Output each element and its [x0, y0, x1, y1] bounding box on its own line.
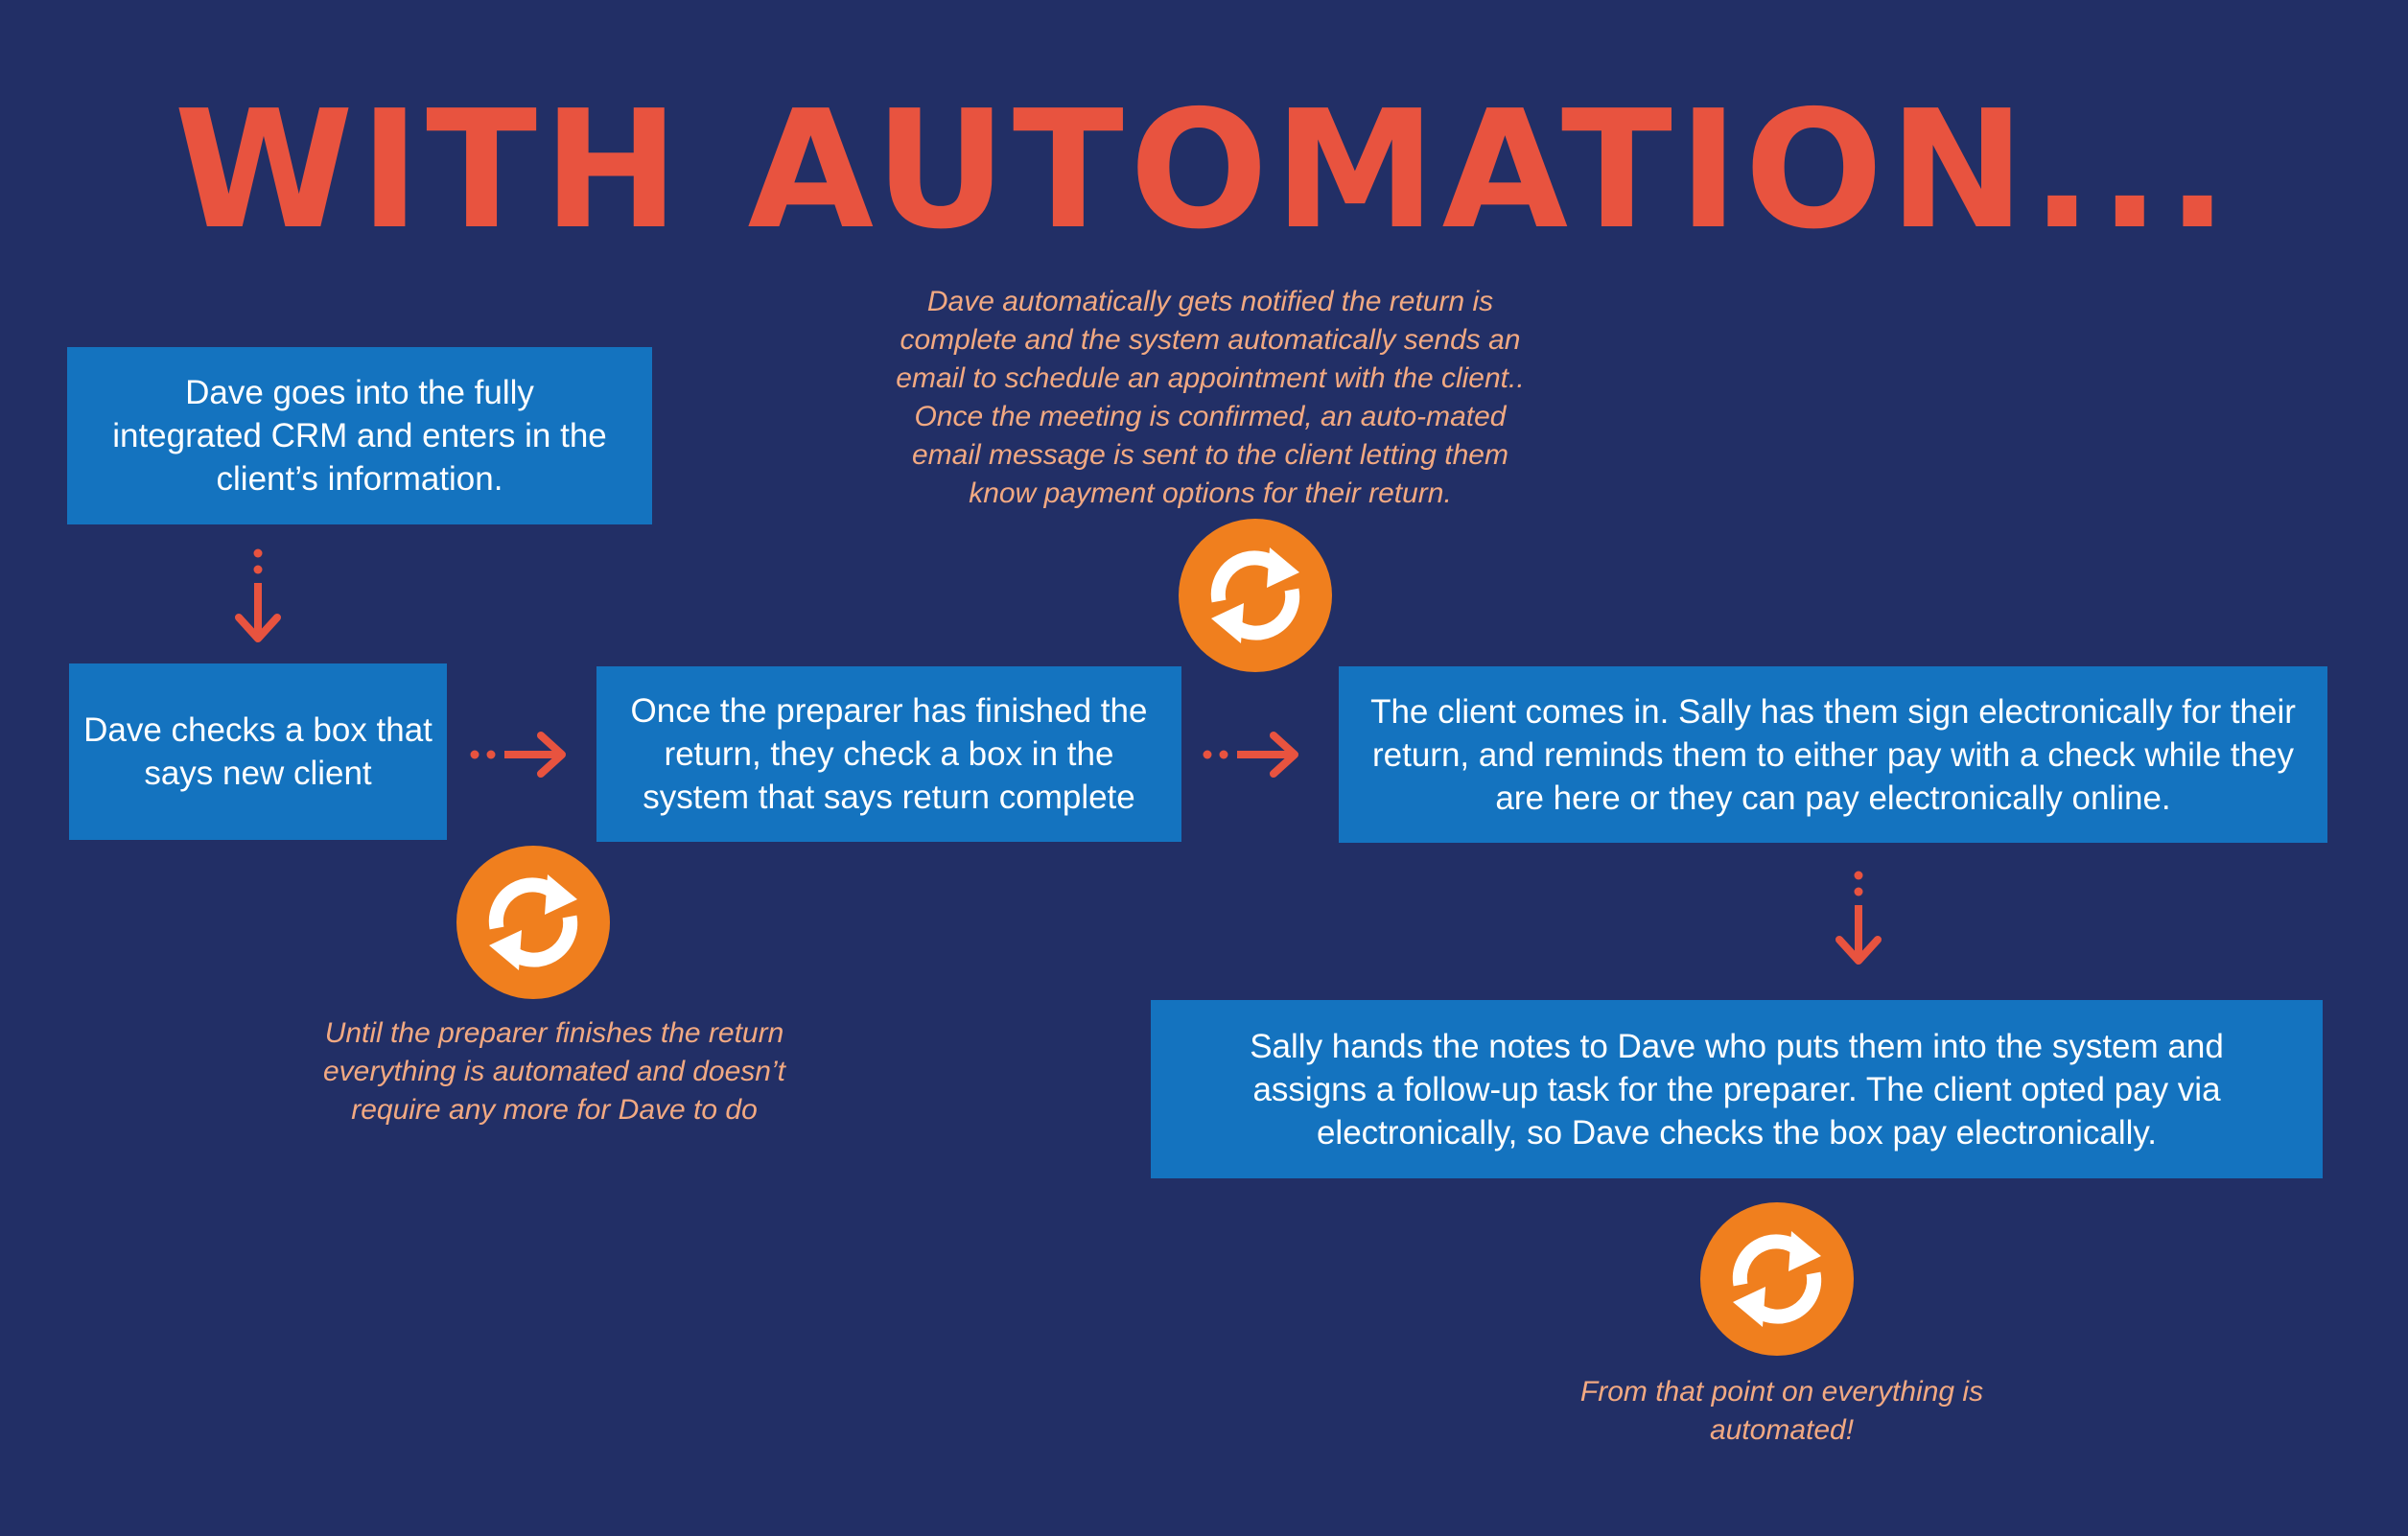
step-follow-up: Sally hands the notes to Dave who puts t… [1151, 1000, 2323, 1178]
dotted-arrow-down-icon [233, 548, 283, 646]
step-return-complete-text: Once the preparer has finished the retur… [630, 692, 1148, 816]
step-enter-crm-text: Dave goes into the fully integrated CRM … [112, 374, 607, 498]
step-enter-crm: Dave goes into the fully integrated CRM … [67, 347, 652, 524]
note-from-that-point: From that point on everything is automat… [1554, 1373, 2010, 1450]
dotted-arrow-right-icon [470, 729, 570, 780]
step-client-visit: The client comes in. Sally has them sign… [1339, 666, 2327, 843]
refresh-cycle-icon [456, 846, 610, 999]
dotted-arrow-down-icon [1834, 871, 1883, 968]
step-follow-up-text: Sally hands the notes to Dave who puts t… [1250, 1027, 2224, 1152]
step-new-client: Dave checks a box that says new client [69, 663, 447, 840]
step-return-complete: Once the preparer has finished the retur… [596, 666, 1181, 842]
dotted-arrow-right-icon [1203, 729, 1302, 780]
step-client-visit-text: The client comes in. Sally has them sign… [1370, 692, 2296, 817]
note-until-preparer-text: Until the preparer finishes the return e… [323, 1017, 785, 1126]
note-notified-text: Dave automatically gets notified the ret… [896, 286, 1525, 509]
note-from-that-point-text: From that point on everything is automat… [1579, 1376, 1984, 1446]
note-until-preparer: Until the preparer finishes the return e… [309, 1014, 800, 1129]
refresh-cycle-icon [1179, 519, 1332, 672]
step-new-client-text: Dave checks a box that says new client [83, 711, 433, 792]
refresh-cycle-icon [1700, 1202, 1854, 1356]
note-notified: Dave automatically gets notified the ret… [892, 283, 1529, 513]
page-title: WITH AUTOMATION... [174, 76, 2234, 266]
